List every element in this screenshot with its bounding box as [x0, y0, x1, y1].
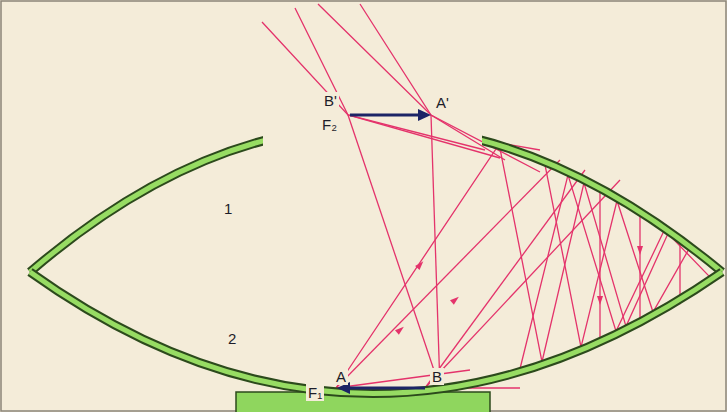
light-ray: [262, 22, 500, 158]
mirror-2: [30, 272, 722, 394]
light-rays: [262, 4, 710, 388]
light-ray: [500, 149, 710, 362]
ray-arrowhead: [395, 327, 404, 335]
point-label: F₁: [306, 384, 324, 401]
light-ray: [599, 191, 600, 339]
ray-arrowhead: [415, 261, 423, 270]
object-and-image-arrows: [337, 109, 431, 394]
point-label: A: [334, 368, 348, 385]
mirror-1: [30, 126, 722, 272]
light-ray: [348, 115, 440, 388]
light-ray: [639, 215, 640, 319]
light-ray: [679, 242, 680, 296]
light-ray: [520, 175, 664, 369]
light-ray: [318, 4, 505, 160]
ray-arrowhead: [450, 297, 459, 305]
point-label: F₂: [320, 116, 339, 133]
light-ray: [545, 165, 689, 347]
ray-arrowhead: [637, 246, 643, 255]
point-label: B': [322, 92, 339, 109]
light-ray: [336, 143, 540, 388]
ray-arrowhead: [597, 296, 603, 305]
point-label: B: [430, 368, 444, 385]
light-ray: [431, 115, 440, 388]
light-ray: [336, 160, 560, 388]
point-label: A': [434, 94, 451, 111]
point-label: 1: [222, 200, 234, 217]
point-label: 2: [226, 330, 238, 347]
